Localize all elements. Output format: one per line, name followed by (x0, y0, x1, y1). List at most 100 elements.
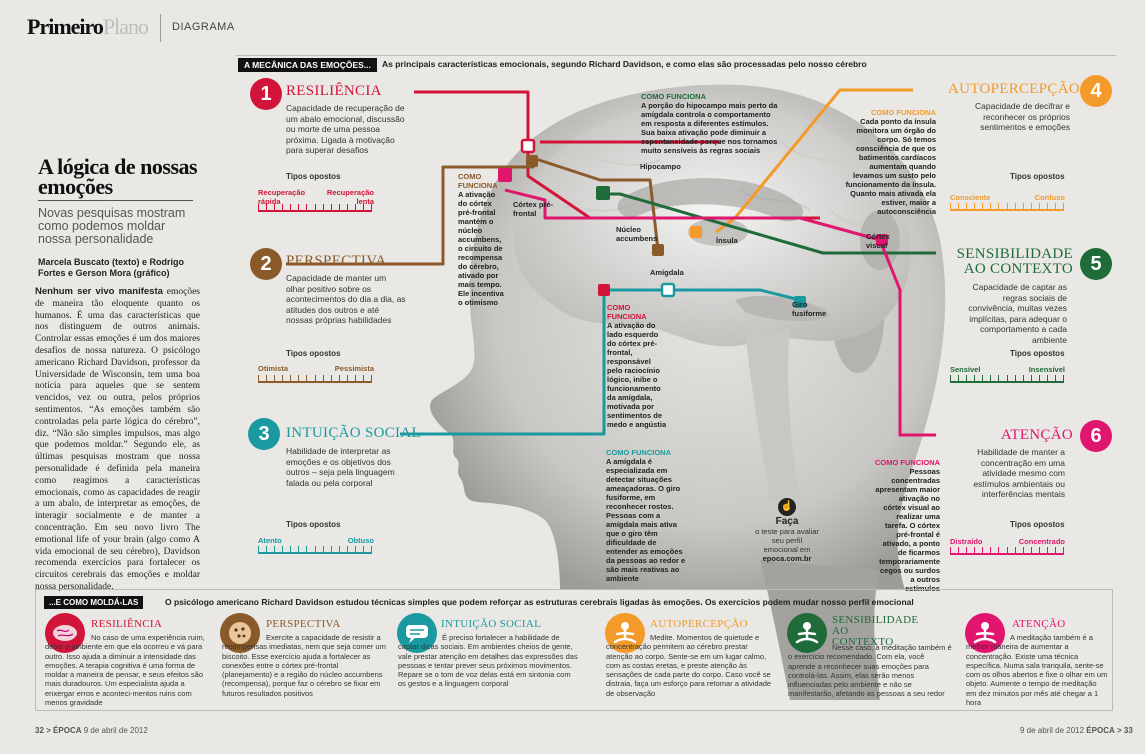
number-badge-5: 5 (1080, 248, 1112, 280)
scale-bar-5 (950, 375, 1064, 383)
scale-right-6: Concentrado (1018, 537, 1065, 546)
brain-stem (745, 330, 800, 500)
scale-tick (974, 375, 976, 381)
emotion-title-sensibilidade: SENSIBILIDADE AO CONTEXTO (956, 246, 1073, 277)
tip-title-resiliencia: RESILIÊNCIA (91, 618, 163, 630)
emotion-desc-sensibilidade: Capacidade de captar as regras sociais d… (968, 282, 1067, 345)
scale-tick (1006, 547, 1008, 553)
meditation-icon (605, 613, 645, 653)
scale-tick (346, 204, 348, 210)
connector-nodes (498, 138, 888, 308)
tipos-label-2: Tipos opostos (286, 349, 341, 358)
number-badge-6: 6 (1080, 420, 1112, 452)
tagline-text: As principais características emocionais… (382, 59, 867, 69)
scale-tick (290, 375, 292, 381)
connector-lines (286, 88, 936, 437)
scale-left-2: Otimista (258, 364, 289, 373)
number-badge-3: 3 (248, 418, 280, 450)
footer-left: 32 > ÉPOCA 9 de abril de 2012 (35, 726, 148, 735)
tip-title-atencao: ATENÇÃO (1012, 618, 1066, 630)
faca-link[interactable]: epoca.com.br (762, 554, 812, 563)
scale-tick (1046, 203, 1048, 209)
scale-right-3: Obtuso (347, 536, 374, 545)
scale-tick (298, 546, 300, 552)
scale-right-1: Recuperação lenta (326, 188, 374, 206)
scale-tick (1014, 375, 1016, 381)
number-badge-4: 4 (1080, 75, 1112, 107)
scale-bar-3 (258, 546, 372, 554)
scale-tick (282, 546, 284, 552)
scale-tick (982, 375, 984, 381)
scale-tick (1046, 547, 1048, 553)
scale-tick (1046, 375, 1048, 381)
magazine-section-logo: PrimeiroPlano (27, 14, 149, 39)
scale-tick (371, 375, 372, 381)
faca-callout: ☝ Faça o teste para avaliar seu perfil e… (754, 498, 820, 563)
scale-tick (290, 204, 292, 210)
scale-right-4: Confuso (1034, 193, 1065, 202)
scale-tick (1030, 203, 1032, 209)
scale-tick (290, 546, 292, 552)
scale-tick (974, 203, 976, 209)
meditation-icon (787, 613, 827, 653)
article-lead: Nenhum ser vivo manifesta (35, 286, 163, 297)
hand-icon: ☝ (778, 498, 796, 516)
scale-tick (274, 375, 276, 381)
scale-tick (998, 375, 1000, 381)
tipos-label-1: Tipos opostos (286, 172, 341, 181)
scale-tick (966, 547, 968, 553)
scale-tick (330, 375, 332, 381)
scale-tick (338, 546, 340, 552)
scale-tick (1030, 375, 1032, 381)
scale-left-6: Distraído (950, 537, 983, 546)
scale-tick (338, 204, 340, 210)
scale-tick (266, 375, 268, 381)
tip-text-perspectiva: Exercite a capacidade de resistir a reco… (222, 633, 386, 698)
emotion-desc-autopercepcao: Capacidade de decifrar e reconhecer os p… (975, 101, 1070, 132)
bottom-panel (35, 589, 1113, 711)
scale-bar-2 (258, 375, 372, 383)
scale-tick (314, 204, 316, 210)
scale-tick (1063, 375, 1064, 381)
tipos-label-5: Tipos opostos (1010, 349, 1065, 358)
brain-icon (45, 613, 85, 653)
scale-tick (958, 375, 960, 381)
region-insula: Ínsula (716, 236, 738, 245)
speech-bubble-icon (397, 613, 437, 653)
footer-right: 9 de abril de 2012 ÉPOCA > 33 (1020, 726, 1133, 735)
bottom-intro: O psicólogo americano Richard Davidson e… (165, 597, 914, 607)
scale-tick (314, 375, 316, 381)
scale-tick (982, 547, 984, 553)
scale-tick (258, 204, 259, 210)
title-rule (38, 200, 193, 201)
meditation-icon (965, 613, 1005, 653)
scale-tick (1038, 547, 1040, 553)
scale-tick (1038, 375, 1040, 381)
scale-tick (950, 547, 951, 553)
tipos-label-6: Tipos opostos (1010, 520, 1065, 529)
article-text: emoções de maneira tão eloquente quanto … (35, 287, 201, 592)
scale-tick (266, 204, 268, 210)
tip-text-autopercepcao: Medite. Momentos de quietude e concentra… (606, 633, 772, 698)
tip-text-intuicao: É preciso fortalecer a habilidade de cap… (398, 633, 578, 689)
tip-text-atencao: A meditação também é a melhor maneira de… (966, 633, 1108, 708)
scale-tick (258, 375, 259, 381)
scale-tick (1054, 547, 1056, 553)
scale-tick (314, 546, 316, 552)
scale-tick (298, 375, 300, 381)
scale-tick (282, 375, 284, 381)
scale-tick (362, 546, 364, 552)
scale-tick (346, 375, 348, 381)
scale-tick (330, 546, 332, 552)
scale-left-4: Consciente (950, 193, 991, 202)
emotion-desc-perspectiva: Capacidade de manter um olhar positivo s… (286, 273, 406, 325)
scale-bar-1 (258, 204, 372, 212)
scale-tick (1054, 375, 1056, 381)
corpus-shape (617, 178, 804, 222)
scale-tick (298, 204, 300, 210)
region-giro-fusiforme: Giro fusiforme (792, 300, 827, 318)
scale-tick (1030, 547, 1032, 553)
